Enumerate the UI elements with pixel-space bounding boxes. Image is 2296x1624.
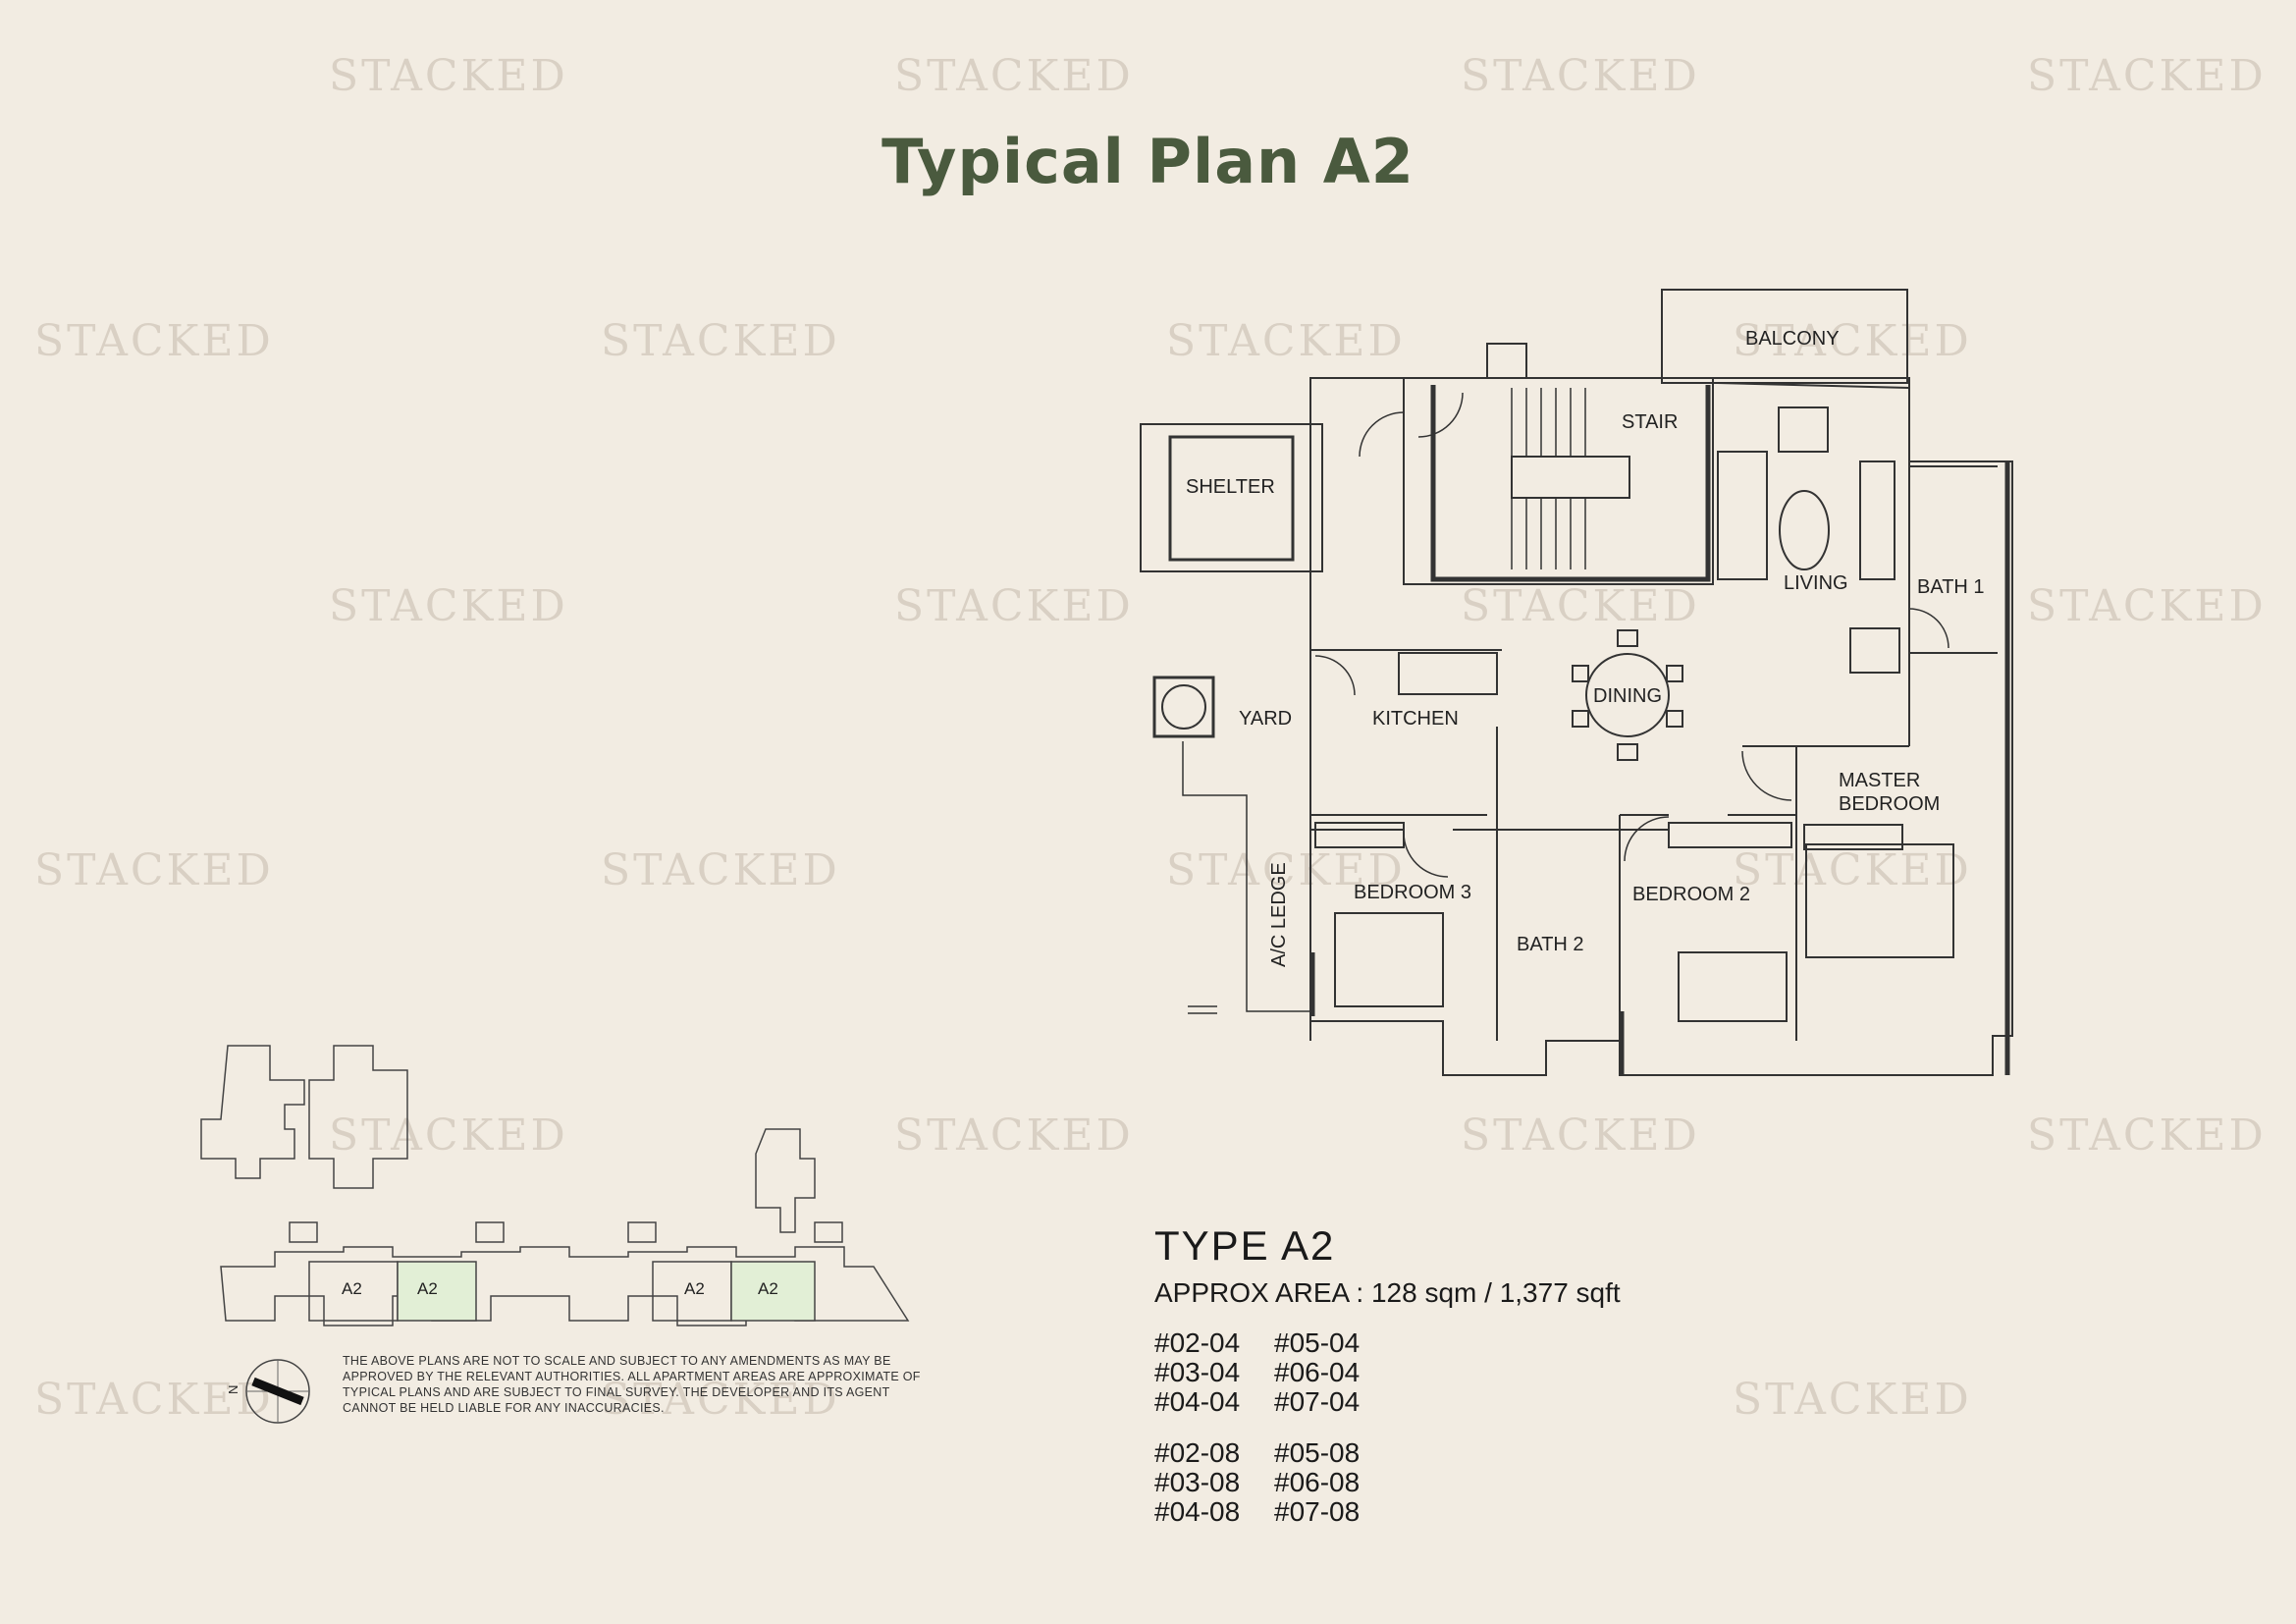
label-bedroom3: BEDROOM 3 [1354,882,1471,903]
label-living: LIVING [1784,572,1848,594]
bedroom-top-wall [1310,814,1796,831]
unit-list-08: #02-08#05-08 #03-08#06-08 #04-08#07-08 [1154,1438,1621,1527]
kitchen-counter [1398,652,1498,695]
watermark: STACKED [894,581,1134,631]
label-dining: DINING [1593,685,1662,707]
key-lift-4 [814,1221,843,1243]
label-shelter: SHELTER [1186,476,1275,498]
compass-north-label: N [226,1385,240,1394]
watermark: STACKED [601,316,840,366]
label-kitchen: KITCHEN [1372,708,1459,730]
kitchen-wall [1309,649,1502,816]
bedroom-wall [1309,815,1797,1041]
washer-drum [1161,684,1206,730]
label-bath1: BATH 1 [1917,576,1985,598]
watermark: STACKED [2027,1110,2267,1161]
door-arc-b3 [1403,832,1449,878]
unit-row: #04-08#07-08 [1154,1496,1361,1527]
unit-row: #02-04#05-04 [1154,1327,1361,1358]
key-label-4: A2 [758,1279,778,1298]
key-lift-3 [627,1221,657,1243]
unit-list-04: #02-04#05-04 #03-04#06-04 #04-04#07-04 [1154,1328,1621,1417]
unit-row: #04-04#07-04 [1154,1386,1361,1417]
ac-ledge-line [1182,741,1310,1012]
unit-row: #03-08#06-08 [1154,1467,1361,1497]
watermark: STACKED [329,581,568,631]
unit-row: #03-04#06-04 [1154,1357,1361,1387]
approx-area: APPROX AREA : 128 sqm / 1,377 sqft [1154,1277,1621,1308]
chimney [1486,343,1527,379]
label-balcony: BALCONY [1745,328,1840,350]
wardrobe-b2 [1668,822,1792,848]
door-arc-b2 [1624,816,1670,862]
watermark: STACKED [329,51,568,101]
wardrobe-b3 [1314,822,1405,848]
key-block-left [200,1045,305,1179]
key-lift-1 [289,1221,318,1243]
north-compass: N [226,1359,310,1424]
label-yard: YARD [1239,708,1292,730]
key-block-tower [755,1128,816,1233]
key-lift-2 [475,1221,505,1243]
shelter-inner [1168,435,1295,562]
balcony-outline [1661,289,1908,384]
bed-master [1805,843,1954,958]
label-master-line1: MASTER [1839,770,1920,791]
door-arc-kitchen [1314,655,1356,696]
door-arc-stair [1359,411,1405,458]
dining-chairs [1572,629,1683,761]
unit-type-heading: TYPE A2 [1154,1222,1336,1269]
north-arrow [251,1377,304,1406]
floor-plan: BALCONY STAIR SHELTER LIVING BATH 1 DINI… [1140,289,2013,1076]
stair-landing [1511,456,1630,499]
stair-treads [1511,388,1586,569]
unit-info: TYPE A2 APPROX AREA : 128 sqm / 1,377 sq… [1154,1222,1621,1527]
balcony-rail [1717,382,1910,389]
ac-ledge-ticks [1188,1005,1217,1014]
label-master-line2: BEDROOM [1839,793,1940,815]
key-label-3: A2 [684,1279,705,1298]
watermark: STACKED [2027,581,2267,631]
label-ac-ledge: A/C LEDGE [1268,862,1290,967]
key-unit-a2-4 [730,1261,816,1322]
key-plan: A2 A2 A2 A2 [200,1045,910,1326]
watermark: STACKED [601,845,840,895]
door-arc-bath1 [1908,608,1949,649]
sofa [1717,451,1768,580]
key-label-2: A2 [417,1279,438,1298]
label-bath2: BATH 2 [1517,934,1584,955]
unit-row: #02-08#05-08 [1154,1437,1361,1468]
watermark: STACKED [894,51,1134,101]
stair-outer [1403,377,1714,585]
watermark: STACKED [2027,51,2267,101]
disclaimer-text: The above plans are not to scale and sub… [343,1354,921,1415]
washer [1152,676,1215,738]
armchair-2 [1849,627,1900,674]
watermark: STACKED [1733,1375,1972,1425]
stair-core [1430,385,1711,582]
watermark: STACKED [34,316,274,366]
watermark: STACKED [1461,51,1700,101]
door-arc-stair2 [1417,392,1464,438]
wardrobe-master [1803,824,1903,850]
watermark: STACKED [34,845,274,895]
bath1-wall [1909,465,1998,654]
dining-table [1585,653,1670,737]
bed-bedroom3 [1334,912,1444,1007]
label-stair: STAIR [1622,411,1678,433]
key-block-mid [308,1045,408,1189]
page-title: Typical Plan A2 [881,126,1415,197]
label-bedroom2: BEDROOM 2 [1632,884,1750,905]
door-arc-master [1741,750,1792,801]
key-label-1: A2 [342,1279,362,1298]
key-unit-a2-2 [397,1261,477,1322]
watermark: STACKED [1461,1110,1700,1161]
armchair-1 [1778,406,1829,453]
bed-bedroom2 [1678,951,1788,1022]
coffee-table [1779,490,1830,570]
shelter-outer [1140,423,1323,572]
master-wall [1742,461,1910,815]
tv-console [1859,460,1896,580]
